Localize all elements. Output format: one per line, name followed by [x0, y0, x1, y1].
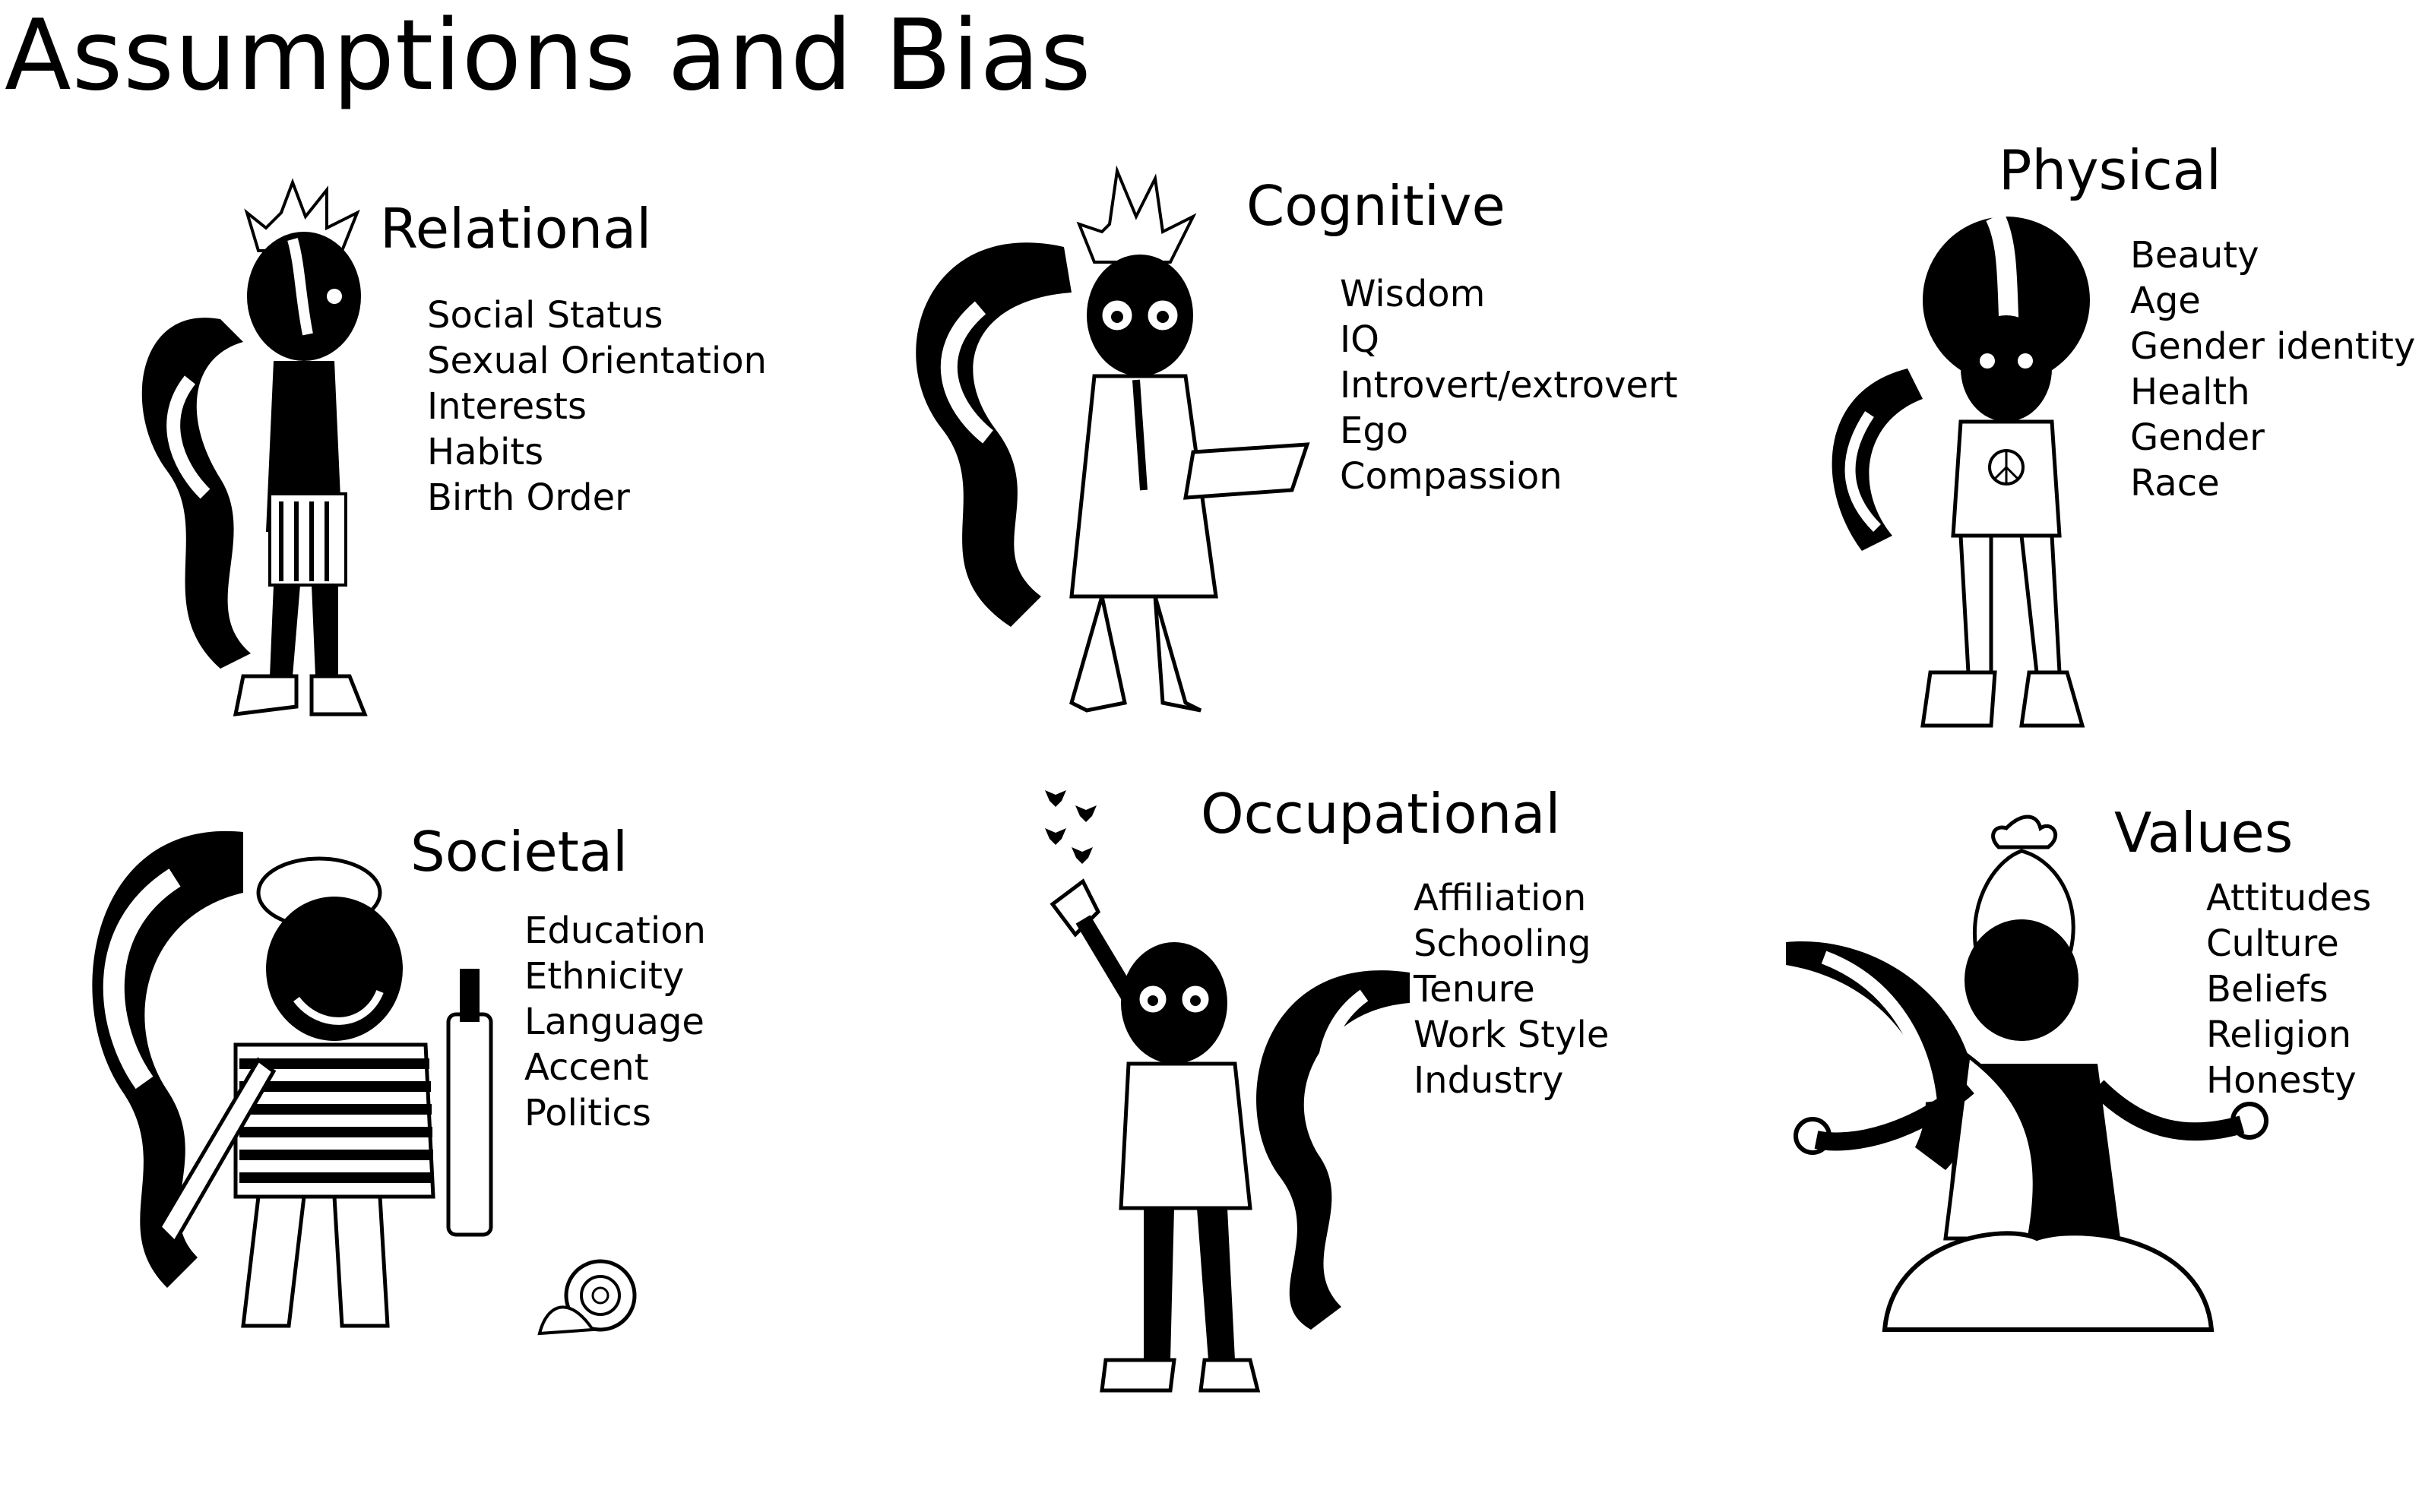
list-cognitive: Wisdom IQ Introvert/extrovert Ego Compas…: [1340, 271, 1678, 499]
list-societal: Education Ethnicity Language Accent Poli…: [524, 908, 706, 1136]
list-item: Language: [524, 1001, 704, 1043]
list-item: Education: [524, 909, 706, 952]
list-item: Religion: [2206, 1014, 2351, 1056]
skunk-punk-icon: [141, 178, 368, 716]
list-item: Health: [2130, 371, 2250, 413]
skunk-activist-icon: [1045, 790, 1410, 1393]
list-item: Work Style: [1414, 1014, 1610, 1056]
list-item: Ego: [1340, 410, 1409, 452]
list-item: Gender identity: [2130, 325, 2416, 368]
list-item: Sexual Orientation: [427, 340, 767, 382]
list-item: Accent: [524, 1046, 649, 1089]
page-title: Assumptions and Bias: [5, 0, 1092, 112]
list-item: Affiliation: [1414, 877, 1587, 919]
list-item: Politics: [524, 1092, 651, 1134]
list-item: Honesty: [2206, 1059, 2357, 1102]
list-item: Age: [2130, 280, 2201, 322]
list-item: Beauty: [2130, 234, 2259, 277]
skunk-afro-icon: [1832, 212, 2090, 728]
list-physical: Beauty Age Gender identity Health Gender…: [2130, 232, 2415, 506]
heading-societal: Societal: [410, 820, 628, 884]
skunk-meditating-icon: [1786, 815, 2268, 1332]
list-item: Introvert/extrovert: [1340, 364, 1678, 406]
list-item: Interests: [427, 385, 587, 428]
list-item: Attitudes: [2206, 877, 2372, 919]
heading-cognitive: Cognitive: [1246, 174, 1505, 238]
list-item: Ethnicity: [524, 955, 685, 998]
list-item: Culture: [2206, 922, 2339, 965]
list-item: Wisdom: [1340, 273, 1486, 315]
list-item: Race: [2130, 462, 2220, 505]
list-item: Compassion: [1340, 455, 1562, 498]
list-item: IQ: [1340, 318, 1379, 361]
skunk-french-icon: [92, 830, 637, 1336]
list-values: Attitudes Culture Beliefs Religion Hones…: [2206, 875, 2371, 1103]
list-item: Gender: [2130, 416, 2265, 459]
list-item: Birth Order: [427, 476, 630, 519]
list-item: Industry: [1414, 1059, 1564, 1102]
list-item: Habits: [427, 431, 544, 473]
list-item: Schooling: [1414, 922, 1591, 965]
list-occupational: Affiliation Schooling Tenure Work Style …: [1414, 875, 1609, 1103]
heading-values: Values: [2114, 801, 2294, 865]
skunk-scientist-icon: [916, 165, 1310, 713]
heading-relational: Relational: [380, 197, 652, 261]
list-relational: Social Status Sexual Orientation Interes…: [427, 293, 767, 520]
heading-physical: Physical: [1999, 138, 2221, 202]
list-item: Beliefs: [2206, 968, 2329, 1011]
heading-occupational: Occupational: [1201, 782, 1561, 846]
list-item: Tenure: [1414, 968, 1535, 1011]
list-item: Social Status: [427, 294, 663, 337]
